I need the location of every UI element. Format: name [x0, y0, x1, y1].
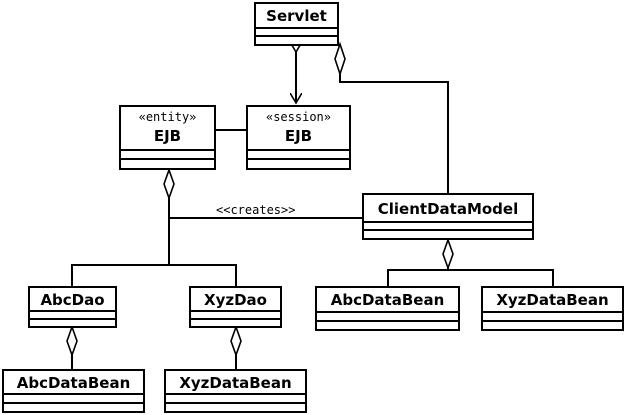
class-session-ejb-stereotype: «session»: [266, 110, 331, 124]
class-xyz-dao-name: XyzDao: [204, 291, 267, 309]
class-servlet[interactable]: Servlet: [254, 2, 339, 46]
ejb-dao-branch: [71, 264, 237, 287]
ejb-aggregation-diamond: [163, 167, 175, 201]
class-session-ejb-name: EJB: [285, 127, 312, 145]
class-entity-ejb-stereotype: «entity»: [139, 110, 197, 124]
class-client-data-model-name: ClientDataModel: [378, 200, 518, 218]
cdm-bean-branch: [387, 269, 554, 287]
class-xyz-data-bean-right-name: XyzDataBean: [496, 291, 608, 309]
xyzdao-aggregation-diamond: [230, 324, 242, 358]
class-abc-dao[interactable]: AbcDao: [28, 286, 117, 328]
class-session-ejb[interactable]: «session» EJB: [246, 105, 351, 170]
class-abc-data-bean-right-name: AbcDataBean: [331, 291, 445, 309]
class-xyz-data-bean-right[interactable]: XyzDataBean: [481, 286, 624, 331]
class-xyz-data-bean-left-name: XyzDataBean: [179, 374, 291, 392]
class-abc-dao-name: AbcDao: [40, 291, 104, 309]
abcdao-aggregation-diamond: [66, 324, 78, 358]
class-abc-data-bean-right[interactable]: AbcDataBean: [315, 286, 460, 331]
servlet-clientdatamodel-aggregation: [339, 74, 449, 194]
class-entity-ejb[interactable]: «entity» EJB: [119, 105, 216, 170]
class-abc-data-bean-left[interactable]: AbcDataBean: [2, 369, 145, 413]
servlet-aggregation-diamond: [334, 41, 346, 77]
class-abc-data-bean-left-name: AbcDataBean: [17, 374, 131, 392]
cdm-aggregation-diamond: [442, 237, 454, 271]
class-client-data-model[interactable]: ClientDataModel: [362, 193, 534, 240]
creates-label: <<creates>>: [216, 203, 295, 217]
class-entity-ejb-name: EJB: [154, 127, 181, 145]
class-xyz-dao[interactable]: XyzDao: [189, 286, 282, 328]
class-xyz-data-bean-left[interactable]: XyzDataBean: [164, 369, 307, 413]
class-servlet-name: Servlet: [266, 7, 327, 25]
